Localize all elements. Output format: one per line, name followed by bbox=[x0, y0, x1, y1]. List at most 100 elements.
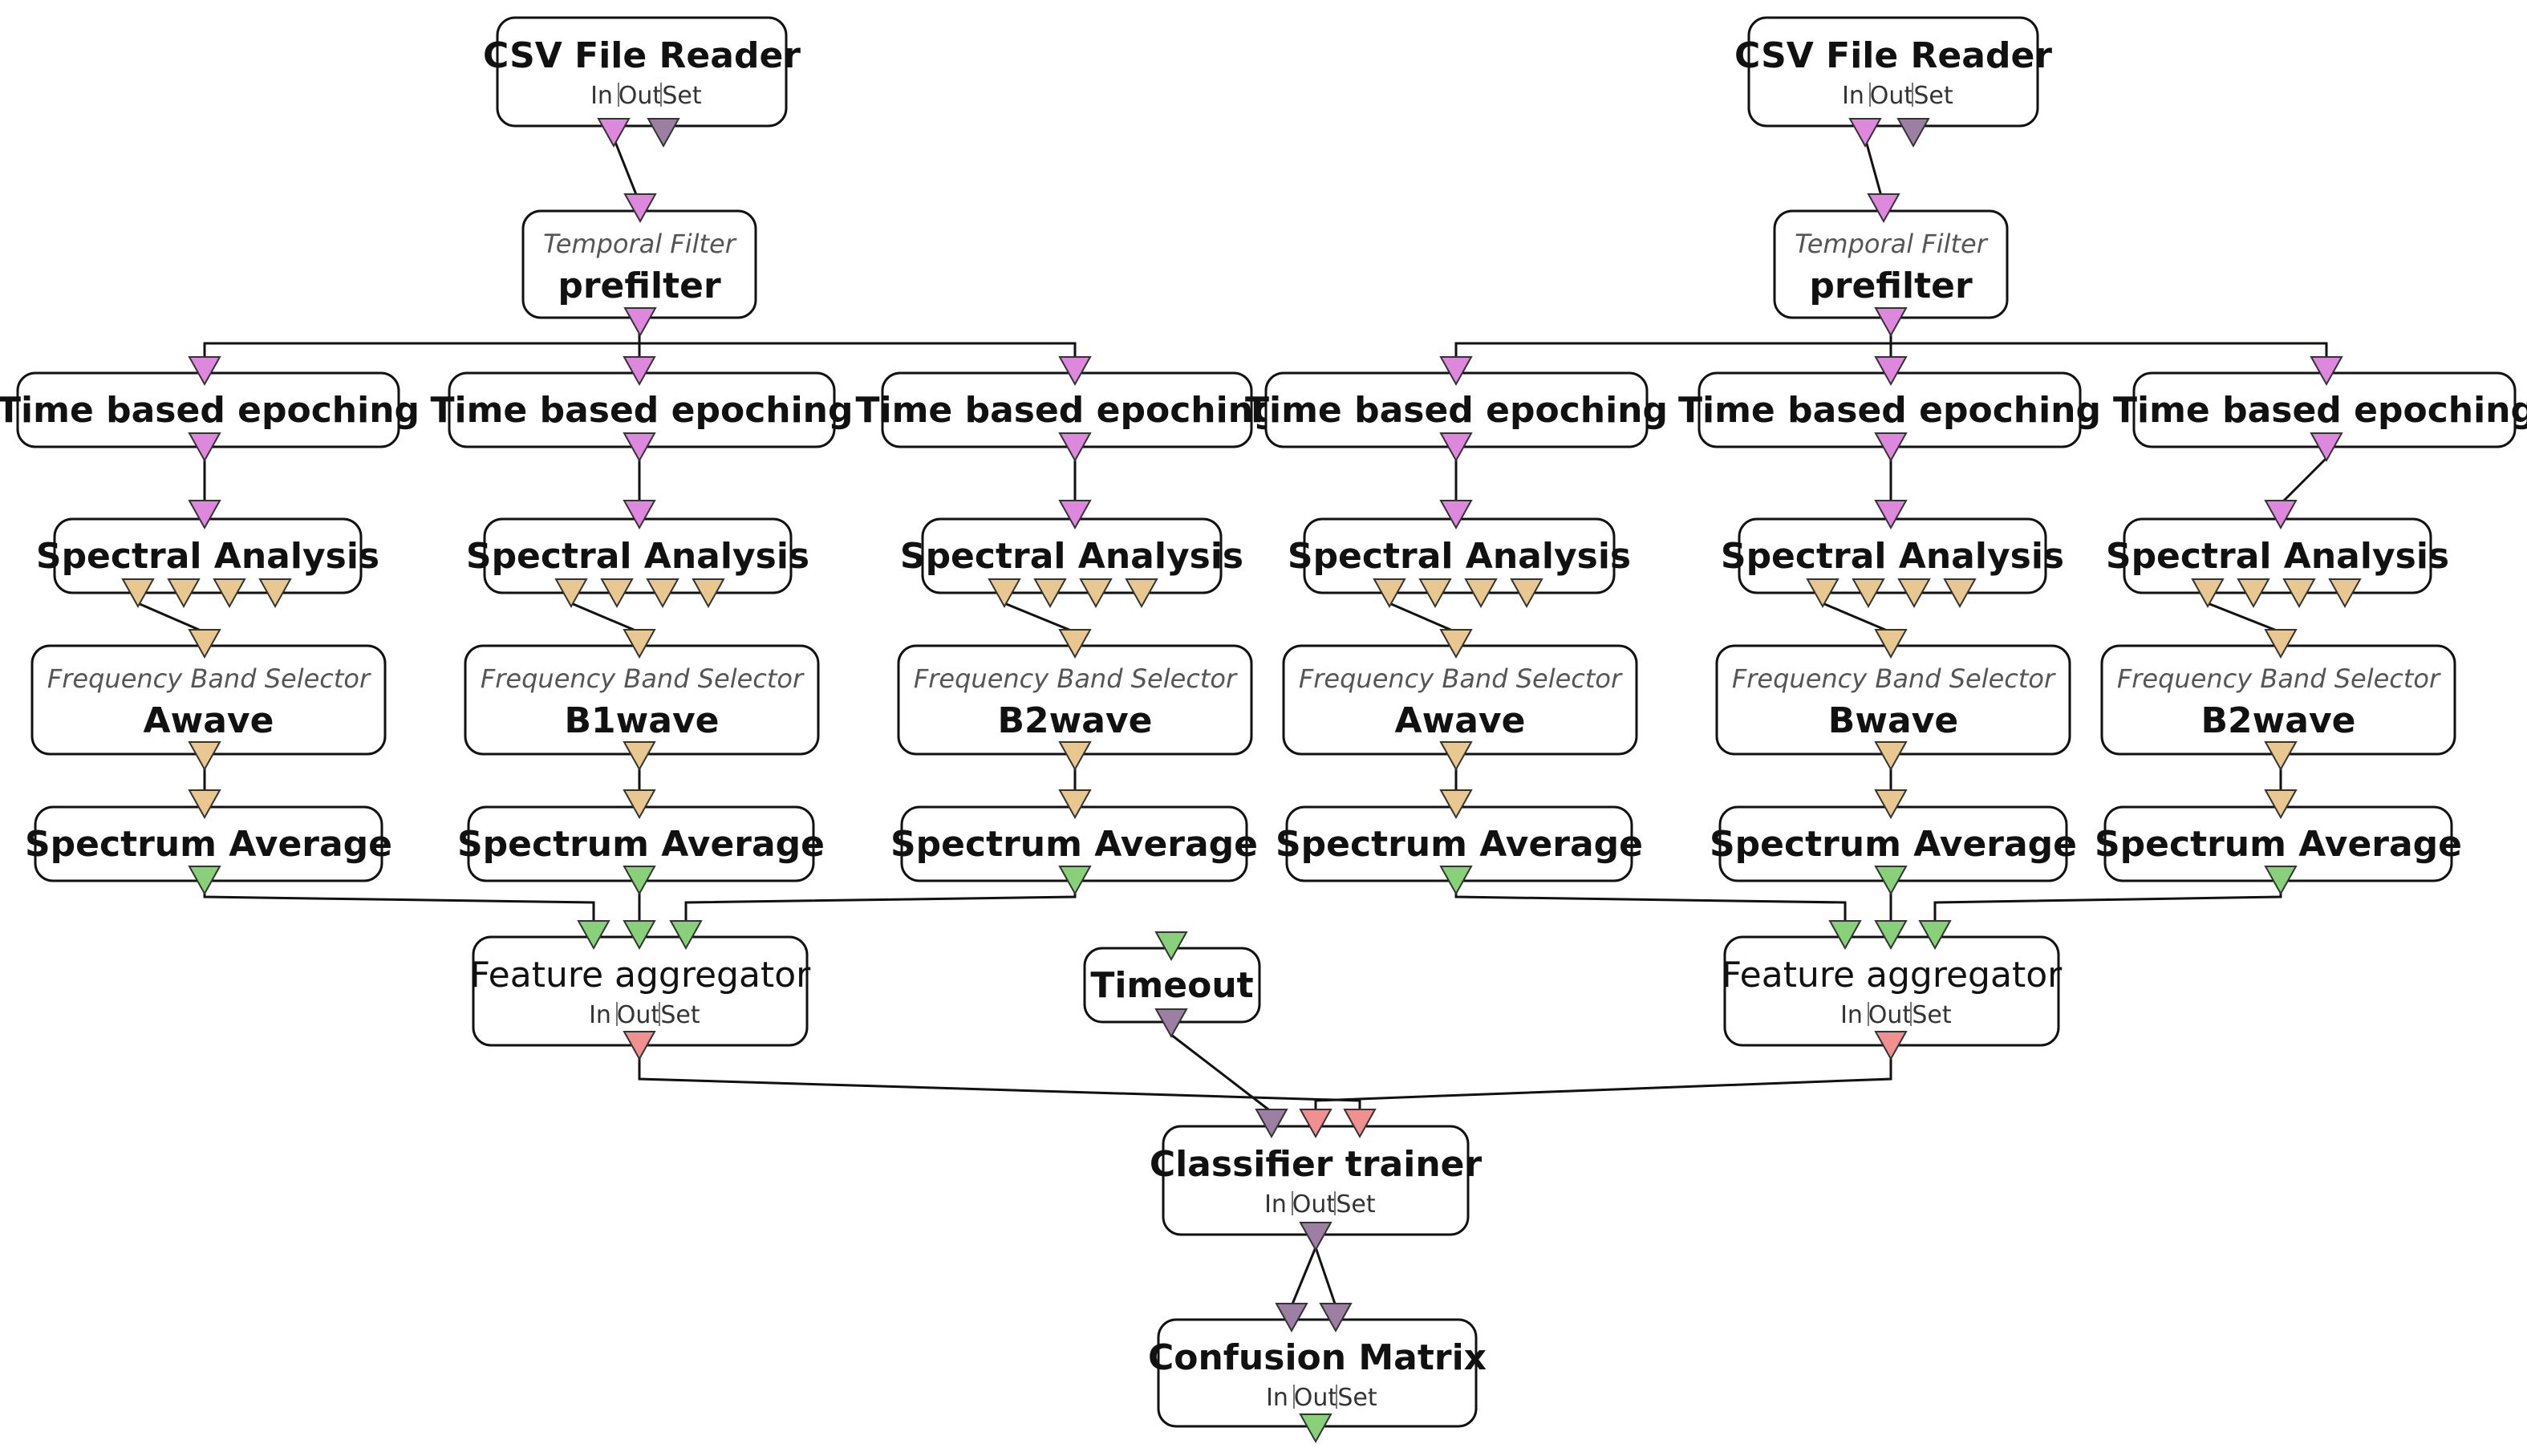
time-based-epoching-box[interactable]: Time based epoching bbox=[0, 371, 420, 448]
output-port[interactable] bbox=[1418, 578, 1452, 609]
io-label-in[interactable]: In bbox=[1264, 1190, 1287, 1219]
input-port[interactable] bbox=[188, 500, 221, 530]
output-port[interactable] bbox=[167, 578, 201, 609]
io-label-out[interactable]: Out bbox=[619, 82, 663, 110]
output-port[interactable] bbox=[121, 578, 155, 609]
output-port[interactable] bbox=[1510, 578, 1543, 609]
output-port[interactable] bbox=[1125, 578, 1158, 609]
output-port[interactable] bbox=[1373, 578, 1406, 609]
input-port[interactable] bbox=[2310, 356, 2343, 387]
io-label-out[interactable]: Out bbox=[1292, 1190, 1337, 1219]
output-port[interactable] bbox=[1058, 432, 1092, 463]
spectrum-average-box[interactable]: Spectrum Average bbox=[1276, 805, 1643, 882]
spectrum-average-box[interactable]: Spectrum Average bbox=[25, 805, 392, 882]
output-port[interactable] bbox=[1897, 578, 1931, 609]
output-port[interactable] bbox=[1874, 307, 1908, 338]
spectral-analysis-box[interactable]: Spectral Analysis bbox=[900, 517, 1243, 594]
output-port[interactable] bbox=[623, 307, 657, 338]
input-port[interactable] bbox=[623, 920, 656, 951]
output-port[interactable] bbox=[647, 118, 680, 148]
input-port[interactable] bbox=[2264, 500, 2298, 530]
output-port[interactable] bbox=[1058, 866, 1092, 896]
time-based-epoching-box[interactable]: Time based epoching bbox=[1678, 371, 2101, 448]
input-port[interactable] bbox=[1275, 1303, 1308, 1333]
input-port[interactable] bbox=[1439, 789, 1473, 820]
output-port[interactable] bbox=[597, 118, 631, 148]
spectral-analysis-box[interactable]: Spectral Analysis bbox=[1721, 517, 2064, 594]
input-port[interactable] bbox=[1255, 1109, 1288, 1139]
input-port[interactable] bbox=[2264, 629, 2298, 659]
output-port[interactable] bbox=[600, 578, 634, 609]
output-port[interactable] bbox=[1439, 432, 1473, 463]
input-port[interactable] bbox=[1439, 500, 1473, 530]
output-port[interactable] bbox=[1852, 578, 1885, 609]
output-port[interactable] bbox=[2264, 866, 2298, 896]
output-port[interactable] bbox=[188, 741, 221, 772]
output-port[interactable] bbox=[2191, 578, 2225, 609]
output-port[interactable] bbox=[2237, 578, 2270, 609]
io-label-out[interactable]: Out bbox=[1868, 1001, 1912, 1029]
input-port[interactable] bbox=[1439, 629, 1473, 659]
input-port[interactable] bbox=[623, 193, 657, 224]
io-label-set[interactable]: Set bbox=[1336, 1190, 1376, 1219]
io-label-in[interactable]: In bbox=[590, 82, 613, 110]
io-label-out[interactable]: Out bbox=[1870, 82, 1914, 110]
input-port[interactable] bbox=[669, 920, 703, 951]
io-label-in[interactable]: In bbox=[1842, 82, 1864, 110]
io-label-out[interactable]: Out bbox=[1294, 1384, 1338, 1412]
output-port[interactable] bbox=[258, 578, 292, 609]
io-label-in[interactable]: In bbox=[589, 1001, 611, 1029]
output-port[interactable] bbox=[623, 741, 656, 772]
input-port[interactable] bbox=[1874, 920, 1908, 951]
output-port[interactable] bbox=[1874, 741, 1908, 772]
output-port[interactable] bbox=[2282, 578, 2316, 609]
input-port[interactable] bbox=[1874, 789, 1908, 820]
time-based-epoching-box[interactable]: Time based epoching bbox=[1245, 371, 1668, 448]
input-port[interactable] bbox=[1828, 920, 1862, 951]
input-port[interactable] bbox=[1867, 193, 1900, 224]
output-port[interactable] bbox=[623, 432, 656, 463]
output-port[interactable] bbox=[2264, 741, 2298, 772]
input-port[interactable] bbox=[623, 789, 656, 820]
input-port[interactable] bbox=[188, 629, 221, 659]
output-port[interactable] bbox=[692, 578, 725, 609]
spectral-analysis-box[interactable]: Spectral Analysis bbox=[36, 517, 379, 594]
input-port[interactable] bbox=[1058, 500, 1092, 530]
input-port[interactable] bbox=[1058, 629, 1092, 659]
output-port[interactable] bbox=[1154, 1008, 1188, 1039]
input-port[interactable] bbox=[1918, 920, 1952, 951]
output-port[interactable] bbox=[1058, 741, 1092, 772]
io-label-set[interactable]: Set bbox=[1912, 1001, 1952, 1029]
time-based-epoching-box[interactable]: Time based epoching bbox=[855, 371, 1279, 448]
output-port[interactable] bbox=[213, 578, 246, 609]
spectral-analysis-box[interactable]: Spectral Analysis bbox=[466, 517, 809, 594]
output-port[interactable] bbox=[1464, 578, 1498, 609]
output-port[interactable] bbox=[623, 1031, 656, 1061]
timeout-box[interactable]: Timeout bbox=[1083, 947, 1261, 1024]
output-port[interactable] bbox=[623, 866, 656, 896]
output-port[interactable] bbox=[1299, 1222, 1332, 1252]
io-label-set[interactable]: Set bbox=[660, 1001, 700, 1029]
input-port[interactable] bbox=[1058, 789, 1092, 820]
output-port[interactable] bbox=[2328, 578, 2362, 609]
io-label-set[interactable]: Set bbox=[662, 82, 702, 110]
input-port[interactable] bbox=[1874, 356, 1908, 387]
input-port[interactable] bbox=[1058, 356, 1092, 387]
output-port[interactable] bbox=[1874, 866, 1908, 896]
output-port[interactable] bbox=[1874, 432, 1908, 463]
output-port[interactable] bbox=[2310, 432, 2343, 463]
output-port[interactable] bbox=[1033, 578, 1067, 609]
input-port[interactable] bbox=[577, 920, 610, 951]
output-port[interactable] bbox=[1943, 578, 1977, 609]
output-port[interactable] bbox=[188, 866, 221, 896]
